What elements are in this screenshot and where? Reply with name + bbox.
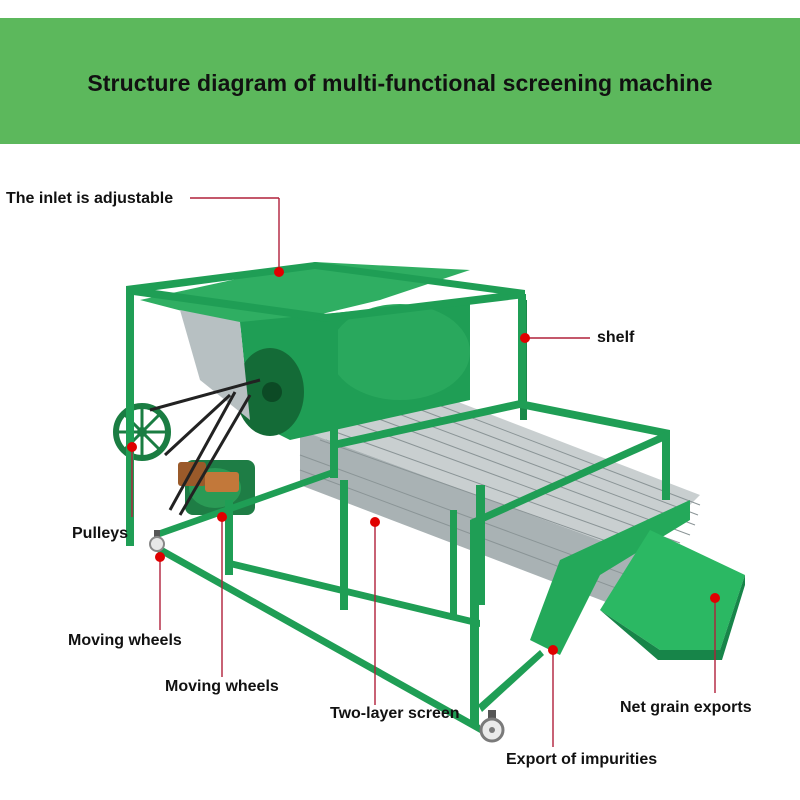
label-inlet-adjustable: The inlet is adjustable xyxy=(6,190,174,207)
top-rail-back xyxy=(126,262,315,294)
label-two-layer-screen: Two-layer screen xyxy=(330,705,460,722)
bottom-rail-mid xyxy=(230,560,480,627)
hopper xyxy=(140,262,470,440)
pulley-wheel xyxy=(113,403,171,461)
callout-dot-impurities xyxy=(548,645,558,655)
mid-rail-front xyxy=(470,430,670,528)
top-rail-right xyxy=(315,262,525,297)
callout-dot-wheels-left xyxy=(155,552,165,562)
callout-dot-net-grain xyxy=(710,593,720,603)
bottom-rail-front xyxy=(150,540,480,733)
top-rail-front xyxy=(327,290,525,322)
callout-dot-pulleys xyxy=(127,442,137,452)
label-moving-wheels-left: Moving wheels xyxy=(68,632,182,649)
frame-post-right xyxy=(518,294,526,404)
frame-post-far-right xyxy=(662,430,670,500)
title-banner xyxy=(0,18,800,144)
caster-wheel-front xyxy=(479,710,505,743)
frame xyxy=(126,262,670,733)
frame-post-front-left xyxy=(126,288,134,546)
diagram-title: Structure diagram of multi-functional sc… xyxy=(87,70,713,96)
callout-dot-shelf xyxy=(520,333,530,343)
label-moving-wheels-mid: Moving wheels xyxy=(165,678,279,695)
top-rail-left xyxy=(126,286,327,322)
callout-lines xyxy=(131,197,716,747)
motor xyxy=(178,460,255,515)
label-shelf: shelf xyxy=(597,329,635,346)
label-net-grain-exports: Net grain exports xyxy=(620,699,752,716)
label-export-of-impurities: Export of impurities xyxy=(506,751,658,768)
callout-dot-wheels-mid xyxy=(217,512,227,522)
mid-rail xyxy=(338,400,670,448)
callout-dots xyxy=(127,267,720,655)
drive-belts xyxy=(149,378,261,516)
callout-dot-screen xyxy=(370,517,380,527)
label-pulleys: Pulleys xyxy=(72,525,129,542)
bottom-rail-left xyxy=(160,470,330,537)
net-grain-chute xyxy=(600,530,745,650)
frame-post-mid xyxy=(330,318,338,478)
callout-dot-inlet xyxy=(274,267,284,277)
caster-wheel-left xyxy=(149,530,165,552)
